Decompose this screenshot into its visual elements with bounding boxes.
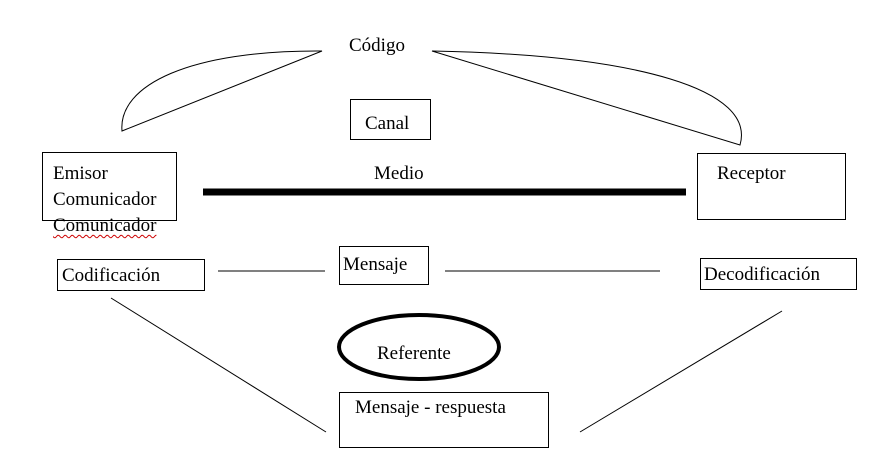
codigo-emisor-arc (121, 50, 323, 132)
codificacion-box (57, 259, 205, 291)
mensaje-respuesta-label: Mensaje - respuesta (355, 397, 506, 418)
decodificacion-respuesta-line (579, 310, 783, 433)
mensaje-respuesta-box (339, 392, 549, 448)
referente-label: Referente (377, 343, 451, 364)
codigo-receptor-arc (431, 50, 742, 146)
codificacion-respuesta-line (110, 297, 327, 433)
medio-label: Medio (374, 163, 424, 184)
receptor-box (697, 153, 846, 220)
codigo-label: Código (349, 35, 405, 56)
comunicador-label: Comunicador (53, 189, 157, 210)
canal-box (350, 99, 431, 140)
referente-ellipse (337, 313, 501, 381)
comunicador-duplicate-label: Comunicador (53, 215, 157, 236)
emisor-label: Emisor (53, 163, 108, 184)
codificacion-label: Codificación (62, 265, 161, 286)
decodificacion-box (700, 258, 857, 290)
canal-label: Canal (365, 113, 410, 134)
decodificacion-label: Decodificación (704, 264, 821, 285)
mensaje-label: Mensaje (343, 254, 408, 275)
emisor-box (42, 152, 177, 221)
receptor-label: Receptor (717, 163, 786, 184)
mensaje-box (339, 246, 429, 285)
